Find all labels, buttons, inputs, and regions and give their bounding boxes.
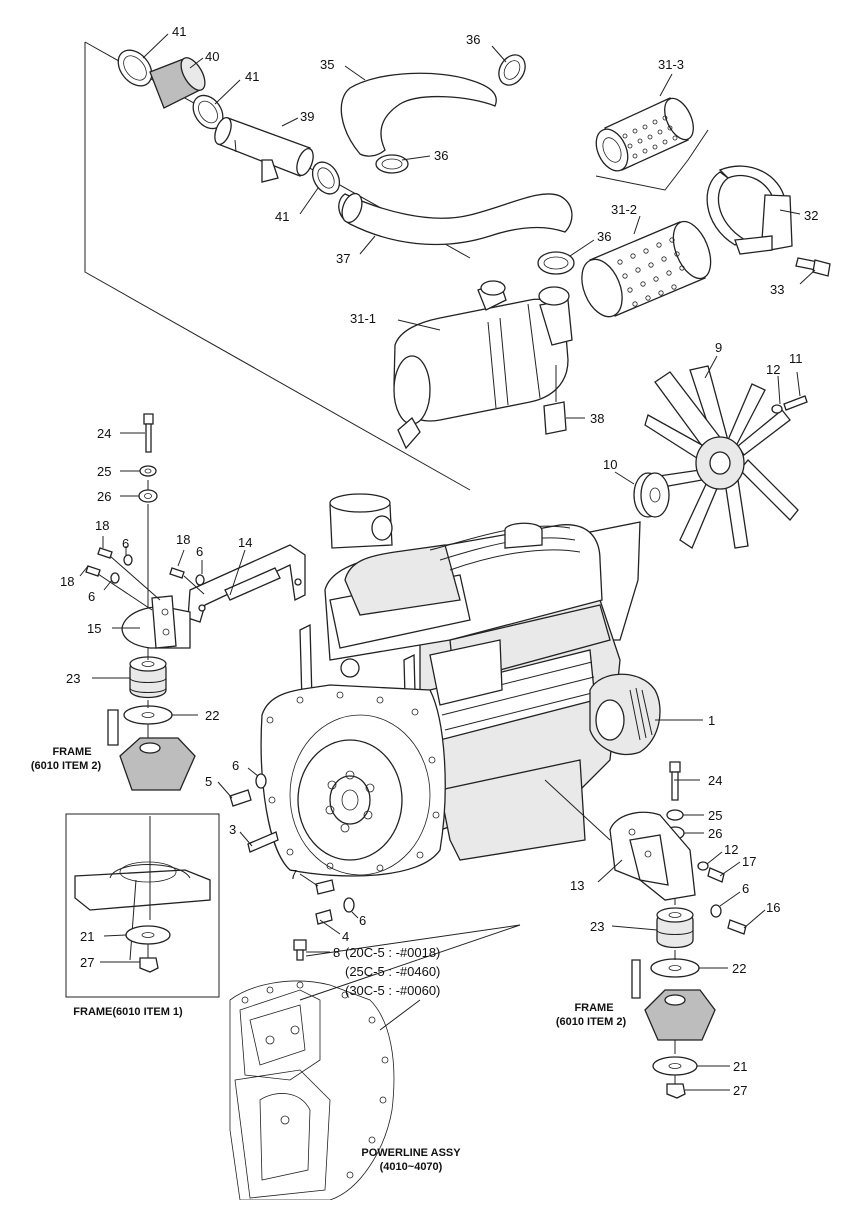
callout-3: 3 <box>229 822 236 837</box>
callouts: 41 40 41 39 41 35 36 36 37 36 31-3 31-2 … <box>60 24 818 1098</box>
callout-41b: 41 <box>245 69 259 84</box>
callout-4: 4 <box>342 929 349 944</box>
callout-9: 9 <box>715 340 722 355</box>
powerline-label: POWERLINE ASSY <box>361 1147 461 1159</box>
fan-spacer-10 <box>633 472 670 518</box>
callout-24a: 24 <box>97 426 111 441</box>
callout-36b: 36 <box>434 148 448 163</box>
callout-36c: 36 <box>597 229 611 244</box>
frame-left-label: FRAME <box>52 746 91 758</box>
callout-6d: 6 <box>232 758 239 773</box>
callout-22a: 22 <box>205 708 219 723</box>
inner-filter-31-3 <box>595 97 694 172</box>
callout-6f: 6 <box>359 913 366 928</box>
front-fasteners <box>229 773 521 1001</box>
serial-note-3: (30C-5 : -#0060) <box>345 983 440 998</box>
hose-clamp-36a <box>498 54 526 86</box>
frame-right-label: FRAME <box>574 1002 613 1014</box>
hose-clamp-41a <box>117 49 153 87</box>
callout-6c: 6 <box>196 544 203 559</box>
callout-25a: 25 <box>97 464 111 479</box>
filter-bracket-line <box>595 129 709 191</box>
serial-note-1: (20C-5 : -#0018) <box>345 945 440 960</box>
frame-right-item: (6010 ITEM 2) <box>556 1016 627 1028</box>
callout-31-3: 31-3 <box>658 57 684 72</box>
callout-14: 14 <box>238 535 252 550</box>
callout-21b: 21 <box>733 1059 747 1074</box>
callout-21a: 21 <box>80 929 94 944</box>
cooling-fan-9 <box>644 365 799 549</box>
callout-31-2: 31-2 <box>611 202 637 217</box>
callout-25b: 25 <box>708 808 722 823</box>
frame-inset-box <box>65 813 220 998</box>
callout-26a: 26 <box>97 489 111 504</box>
callout-27a: 27 <box>80 955 94 970</box>
callout-5: 5 <box>205 774 212 789</box>
callout-7: 7 <box>290 867 297 882</box>
callout-6b: 6 <box>88 589 95 604</box>
powerline-range: (4010~4070) <box>380 1161 443 1173</box>
captions: FRAME (6010 ITEM 2) FRAME (6010 ITEM 2) … <box>31 746 627 1173</box>
washer-12 <box>771 404 783 414</box>
callout-41a: 41 <box>172 24 186 39</box>
callout-35: 35 <box>320 57 334 72</box>
callout-1: 1 <box>708 713 715 728</box>
right-mount-group <box>544 761 747 1099</box>
bolt-33 <box>795 257 831 277</box>
frame-left-item: (6010 ITEM 2) <box>31 760 102 772</box>
callout-18c: 18 <box>176 532 190 547</box>
callout-15: 15 <box>87 621 101 636</box>
callout-16: 16 <box>766 900 780 915</box>
elbow-hose-35 <box>340 72 497 157</box>
frame-item1-label: FRAME(6010 ITEM 1) <box>73 1006 183 1018</box>
callout-33: 33 <box>770 282 784 297</box>
callout-6a: 6 <box>122 536 129 551</box>
callout-13: 13 <box>570 878 584 893</box>
callout-32: 32 <box>804 208 818 223</box>
callout-40: 40 <box>205 49 219 64</box>
bolt-11 <box>783 395 808 411</box>
serial-note-2: (25C-5 : -#0460) <box>345 964 440 979</box>
outer-filter-31-2 <box>581 220 712 318</box>
callout-17: 17 <box>742 854 756 869</box>
mounting-band-32 <box>706 165 793 255</box>
powerline-assy <box>229 980 395 1201</box>
callout-39: 39 <box>300 109 314 124</box>
callout-18a: 18 <box>95 518 109 533</box>
callout-12b: 12 <box>724 842 738 857</box>
callout-37: 37 <box>336 251 350 266</box>
callout-8: 8 <box>333 945 340 960</box>
hose-clamp-36c <box>537 251 575 275</box>
callout-11: 11 <box>789 351 803 366</box>
callout-38: 38 <box>590 411 604 426</box>
callout-23a: 23 <box>66 671 80 686</box>
long-hose-37 <box>338 193 573 246</box>
hose-clamp-41c <box>311 161 341 195</box>
callout-41c: 41 <box>275 209 289 224</box>
callout-26b: 26 <box>708 826 722 841</box>
callout-24b: 24 <box>708 773 722 788</box>
callout-10: 10 <box>603 457 617 472</box>
callout-12a: 12 <box>766 362 780 377</box>
dust-valve-38 <box>543 401 567 435</box>
callout-27b: 27 <box>733 1083 747 1098</box>
leader-lines <box>79 33 816 1091</box>
callout-6e: 6 <box>742 881 749 896</box>
callout-22b: 22 <box>732 961 746 976</box>
left-mount-group <box>65 413 306 998</box>
engine-1 <box>260 493 661 877</box>
callout-36a: 36 <box>466 32 480 47</box>
callout-18b: 18 <box>60 574 74 589</box>
callout-23b: 23 <box>590 919 604 934</box>
hose-clamp-36b <box>375 154 409 174</box>
callout-31-1: 31-1 <box>350 311 376 326</box>
